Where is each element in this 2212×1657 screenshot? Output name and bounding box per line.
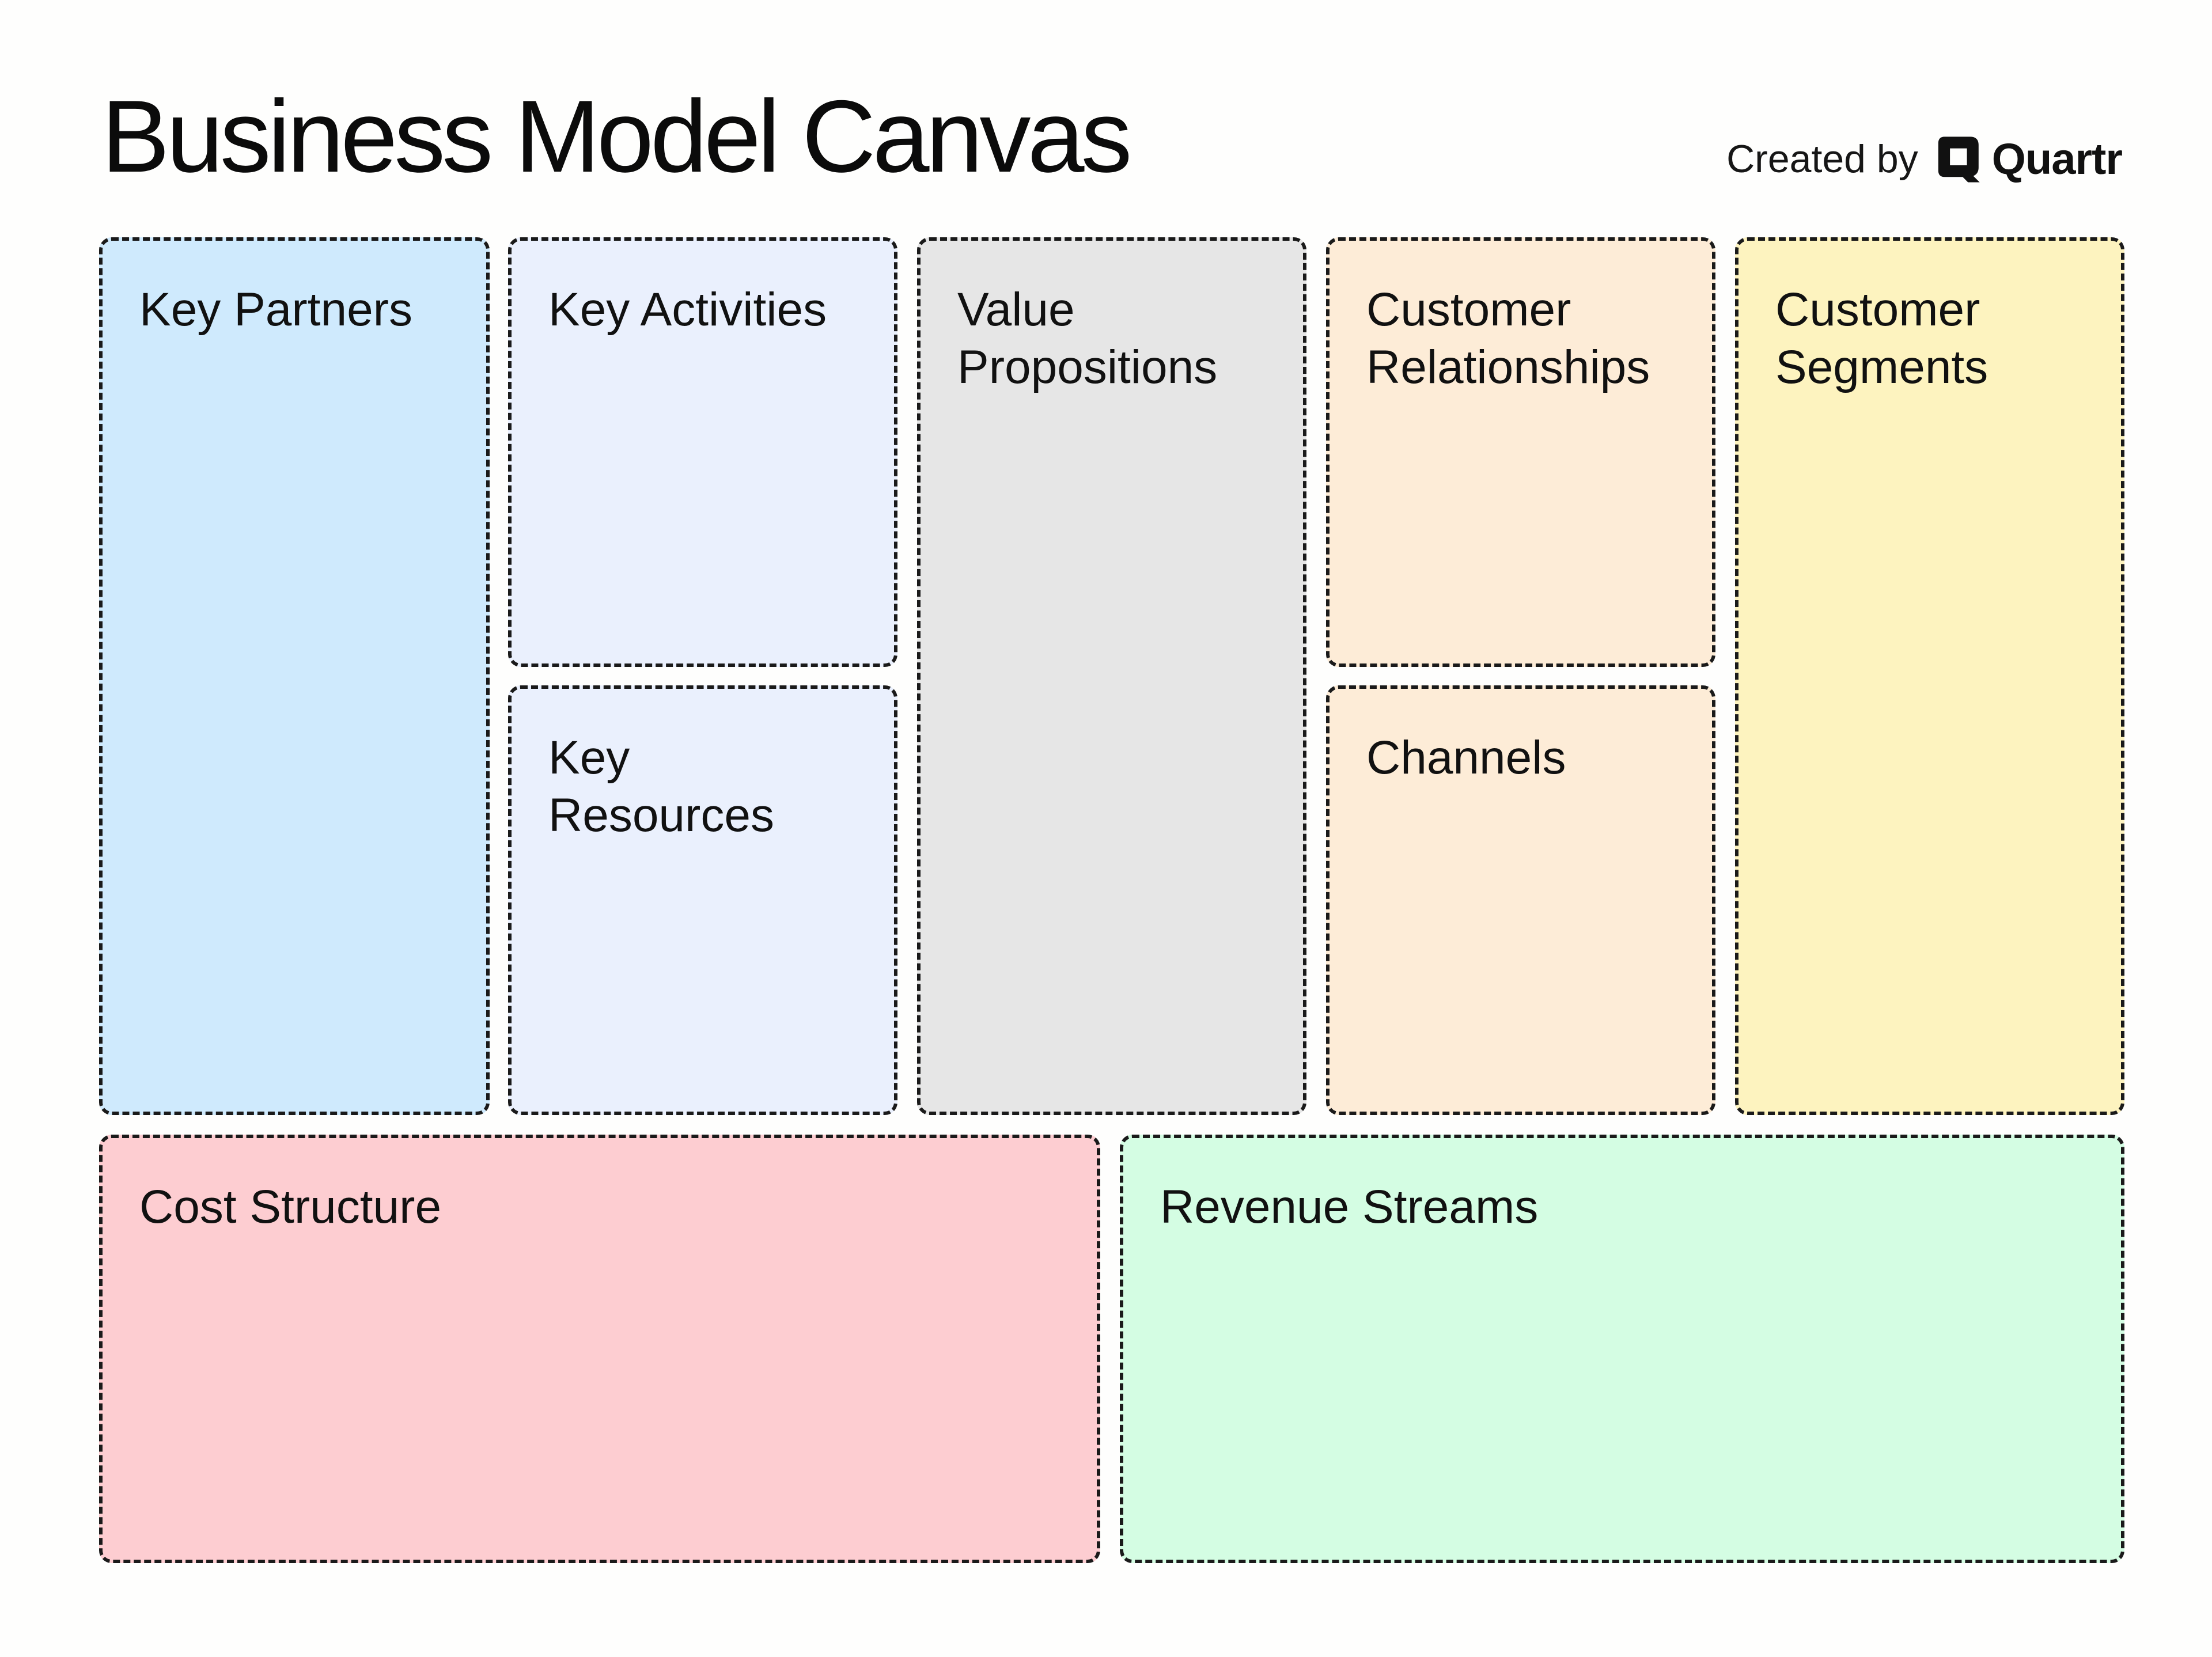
key-partners-block: Key Partners xyxy=(99,237,490,1115)
customer-relationships-label: Customer Relationships xyxy=(1366,283,1650,393)
cost-structure-block: Cost Structure xyxy=(99,1135,1100,1563)
revenue-streams-block: Revenue Streams xyxy=(1120,1135,2124,1563)
brand-name: Quartr xyxy=(1991,134,2123,184)
key-activities-label: Key Activities xyxy=(548,283,827,336)
page-title: Business Model Canvas xyxy=(101,79,1132,194)
key-partners-label: Key Partners xyxy=(139,283,412,336)
created-by-credit: Created by Quartr xyxy=(1726,131,2123,187)
key-resources-block: Key Resources xyxy=(508,685,897,1115)
value-propositions-block: Value Propositions xyxy=(917,237,1306,1115)
credit-prefix: Created by xyxy=(1726,137,1918,181)
customer-segments-block: Customer Segments xyxy=(1735,237,2124,1115)
channels-block: Channels xyxy=(1326,685,1715,1115)
customer-segments-label: Customer Segments xyxy=(1775,283,1988,393)
cost-structure-label: Cost Structure xyxy=(139,1181,442,1233)
customer-relationships-block: Customer Relationships xyxy=(1326,237,1715,667)
key-resources-label: Key Resources xyxy=(548,731,774,841)
channels-label: Channels xyxy=(1366,731,1566,784)
key-activities-block: Key Activities xyxy=(508,237,897,667)
value-propositions-label: Value Propositions xyxy=(957,283,1218,393)
quartr-logo-icon xyxy=(1938,136,1980,183)
revenue-streams-label: Revenue Streams xyxy=(1160,1181,1539,1233)
